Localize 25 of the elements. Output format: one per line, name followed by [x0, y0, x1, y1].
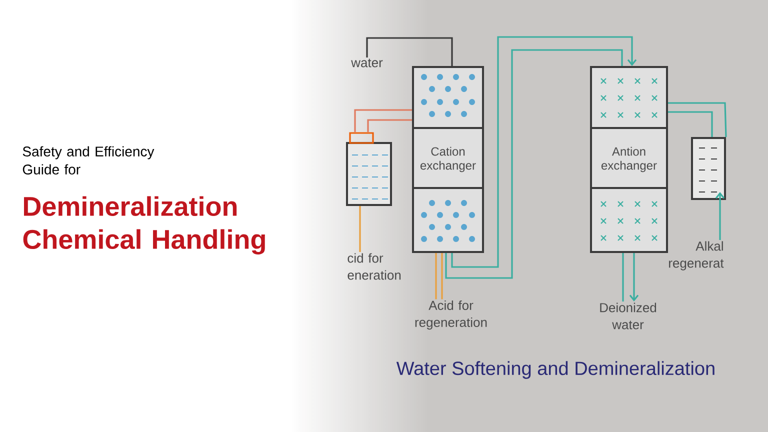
pipe: [441, 253, 443, 300]
pipe: [435, 253, 437, 300]
text-label: water: [351, 58, 383, 68]
subtitle-text: Safety and Efficiency Guide for: [22, 146, 154, 174]
pipe: [715, 192, 725, 240]
title-text: Demineralization Chemical Handling: [23, 196, 265, 254]
pipe: [622, 253, 624, 302]
text-label: Alkal regenerat: [669, 241, 724, 270]
pipe: [445, 49, 623, 279]
text-label: Deionized water: [600, 302, 656, 330]
pipe: [366, 37, 453, 66]
text-label: cid for eneration: [348, 253, 401, 280]
exchanger-column: Cation exchanger: [412, 66, 484, 253]
pipe: [451, 36, 637, 268]
pipe: [629, 253, 639, 302]
exchanger-column: Antion exchanger: [590, 66, 668, 253]
tank: [346, 142, 392, 206]
pipe: [668, 111, 713, 137]
caption-text: Water Softening and Demineralization: [396, 361, 714, 379]
pipe: [354, 109, 412, 132]
pipe: [367, 119, 412, 132]
pipe: [668, 102, 727, 138]
text-label: Acid for regeneration: [415, 300, 487, 330]
pipe: [359, 206, 361, 252]
tank: [691, 137, 726, 200]
